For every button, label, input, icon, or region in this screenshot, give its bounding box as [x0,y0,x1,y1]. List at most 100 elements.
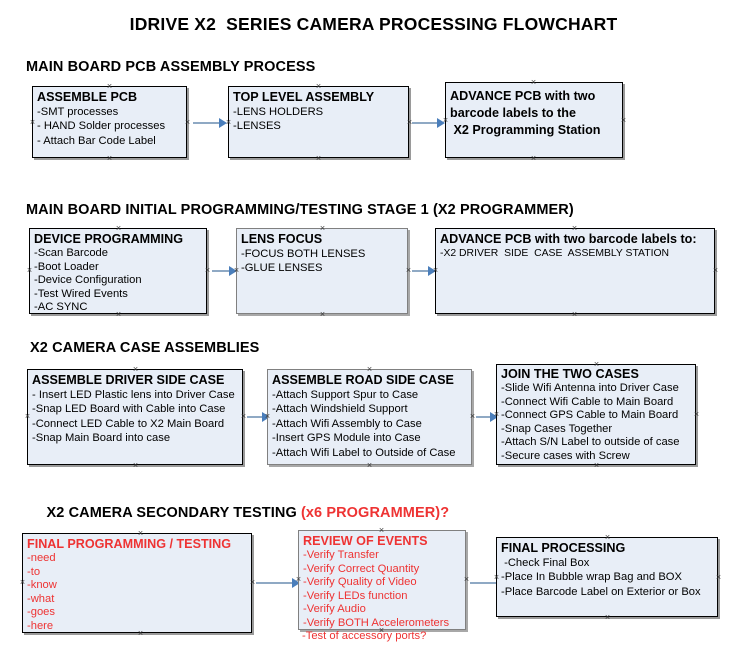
selection-handle[interactable] [264,413,271,420]
connector-arrow[interactable] [212,270,232,272]
selection-handle[interactable] [319,225,326,232]
connector-arrow[interactable] [470,582,510,584]
node-assemble-driver-side-case[interactable]: ASSEMBLE DRIVER SIDE CASE - Insert LED P… [27,369,243,465]
selection-handle[interactable] [184,119,191,126]
selection-handle[interactable] [620,117,627,124]
node-line: -Snap Main Board into case [32,432,171,445]
node-line-overflow: -Test of accessory ports? [302,630,427,642]
connector-arrow[interactable] [412,270,430,272]
selection-handle[interactable] [378,527,385,534]
selection-handle[interactable] [366,462,373,469]
node-join-the-two-cases[interactable]: JOIN THE TWO CASES -Slide Wifi Antenna i… [496,364,696,465]
selection-handle[interactable] [19,579,26,586]
node-assemble-pcb[interactable]: ASSEMBLE PCB -SMT processes - HAND Solde… [32,86,187,158]
selection-handle[interactable] [106,83,113,90]
node-review-of-events[interactable]: REVIEW OF EVENTS -Verify Transfer -Verif… [298,530,466,630]
node-line: - Attach Bar Code Label [37,134,156,147]
selection-handle[interactable] [604,614,611,621]
arrow-head-icon [437,118,445,128]
selection-handle[interactable] [315,83,322,90]
node-title: LENS FOCUS [241,232,323,246]
selection-handle[interactable] [712,267,719,274]
node-line: -Verify Transfer [303,549,379,561]
selection-handle[interactable] [469,413,476,420]
node-line: -FOCUS BOTH LENSES [241,248,366,260]
node-title: FINAL PROCESSING [501,541,626,555]
selection-handle[interactable] [378,627,385,634]
node-line: -LENS HOLDERS [233,106,324,118]
selection-handle[interactable] [106,155,113,162]
connector-arrow[interactable] [412,122,439,124]
selection-handle[interactable] [26,267,33,274]
selection-handle[interactable] [593,361,600,368]
selection-handle[interactable] [240,413,247,420]
page-title: IDRIVE X2 SERIES CAMERA PROCESSING FLOWC… [129,14,618,34]
selection-handle[interactable] [132,462,139,469]
selection-handle[interactable] [432,267,439,274]
selection-handle[interactable] [115,225,122,232]
selection-handle[interactable] [132,366,139,373]
node-line: -goes [27,606,55,619]
selection-handle[interactable] [24,413,31,420]
selection-handle[interactable] [715,574,722,581]
connector-arrow[interactable] [193,122,221,124]
node-line: -LENSES [233,120,281,133]
selection-handle[interactable] [604,534,611,541]
node-final-processing[interactable]: FINAL PROCESSING -Check Final Box -Place… [496,537,718,617]
selection-handle[interactable] [249,579,256,586]
connector-arrow[interactable] [247,416,264,418]
node-line: -Place Barcode Label on Exterior or Box [501,585,701,598]
node-lens-focus[interactable]: LENS FOCUS -FOCUS BOTH LENSES -GLUE LENS… [236,228,408,314]
selection-handle[interactable] [593,462,600,469]
section-heading-2: MAIN BOARD INITIAL PROGRAMMING/TESTING S… [26,202,574,218]
selection-handle[interactable] [530,79,537,86]
selection-handle[interactable] [319,311,326,318]
selection-handle[interactable] [571,311,578,318]
selection-handle[interactable] [463,576,470,583]
node-line: -Attach Windshield Support [272,403,408,416]
selection-handle[interactable] [233,267,240,274]
selection-handle[interactable] [295,576,302,583]
node-top-level-assembly[interactable]: TOP LEVEL ASSEMBLY -LENS HOLDERS -LENSES [228,86,409,158]
selection-handle[interactable] [442,117,449,124]
arrow-head-icon [219,118,227,128]
selection-handle[interactable] [693,411,700,418]
selection-handle[interactable] [137,630,144,637]
node-advance-pcb-to-driver-side-case[interactable]: ADVANCE PCB with two barcode labels to: … [435,228,715,314]
selection-handle[interactable] [315,155,322,162]
selection-handle[interactable] [366,366,373,373]
node-title: X2 Programming Station [450,123,601,137]
selection-handle[interactable] [493,411,500,418]
node-final-programming-testing[interactable]: FINAL PROGRAMMING / TESTING -need -to -k… [22,533,252,633]
node-title: ADVANCE PCB with two [450,89,596,103]
node-title: TOP LEVEL ASSEMBLY [233,90,375,104]
selection-handle[interactable] [115,311,122,318]
node-line: -Connect LED Cable to X2 Main Board [32,417,225,430]
node-line: -Attach S/N Label to outside of case [501,436,680,449]
section-heading-4: X2 CAMERA SECONDARY TESTING (x6 PROGRAMM… [30,489,450,537]
selection-handle[interactable] [137,530,144,537]
node-line: -Place In Bubble wrap Bag and BOX [501,571,682,584]
selection-handle[interactable] [571,225,578,232]
selection-handle[interactable] [530,155,537,162]
node-line: -know [27,579,57,592]
node-line: -here [27,619,54,632]
node-title: FINAL PROGRAMMING / TESTING [27,537,232,551]
selection-handle[interactable] [204,267,211,274]
node-line: -Connect GPS Cable to Main Board [501,409,679,422]
node-advance-pcb-to-programming-station[interactable]: ADVANCE PCB with two barcode labels to t… [445,82,623,158]
node-title: ASSEMBLE ROAD SIDE CASE [272,373,454,387]
selection-handle[interactable] [29,119,36,126]
selection-handle[interactable] [493,574,500,581]
selection-handle[interactable] [405,267,412,274]
selection-handle[interactable] [225,119,232,126]
connector-arrow[interactable] [476,416,492,418]
node-device-programming[interactable]: DEVICE PROGRAMMING -Scan Barcode -Boot L… [29,228,207,314]
node-line: -Scan Barcode [34,247,109,259]
node-line: -X2 DRIVER SIDE CASE ASSEMBLY STATION [440,248,670,259]
connector-arrow[interactable] [256,582,294,584]
section-heading-4-accent: (x6 PROGRAMMER)? [300,505,450,521]
node-assemble-road-side-case[interactable]: ASSEMBLE ROAD SIDE CASE -Attach Support … [267,369,472,465]
node-line: -Verify Audio [303,603,366,616]
